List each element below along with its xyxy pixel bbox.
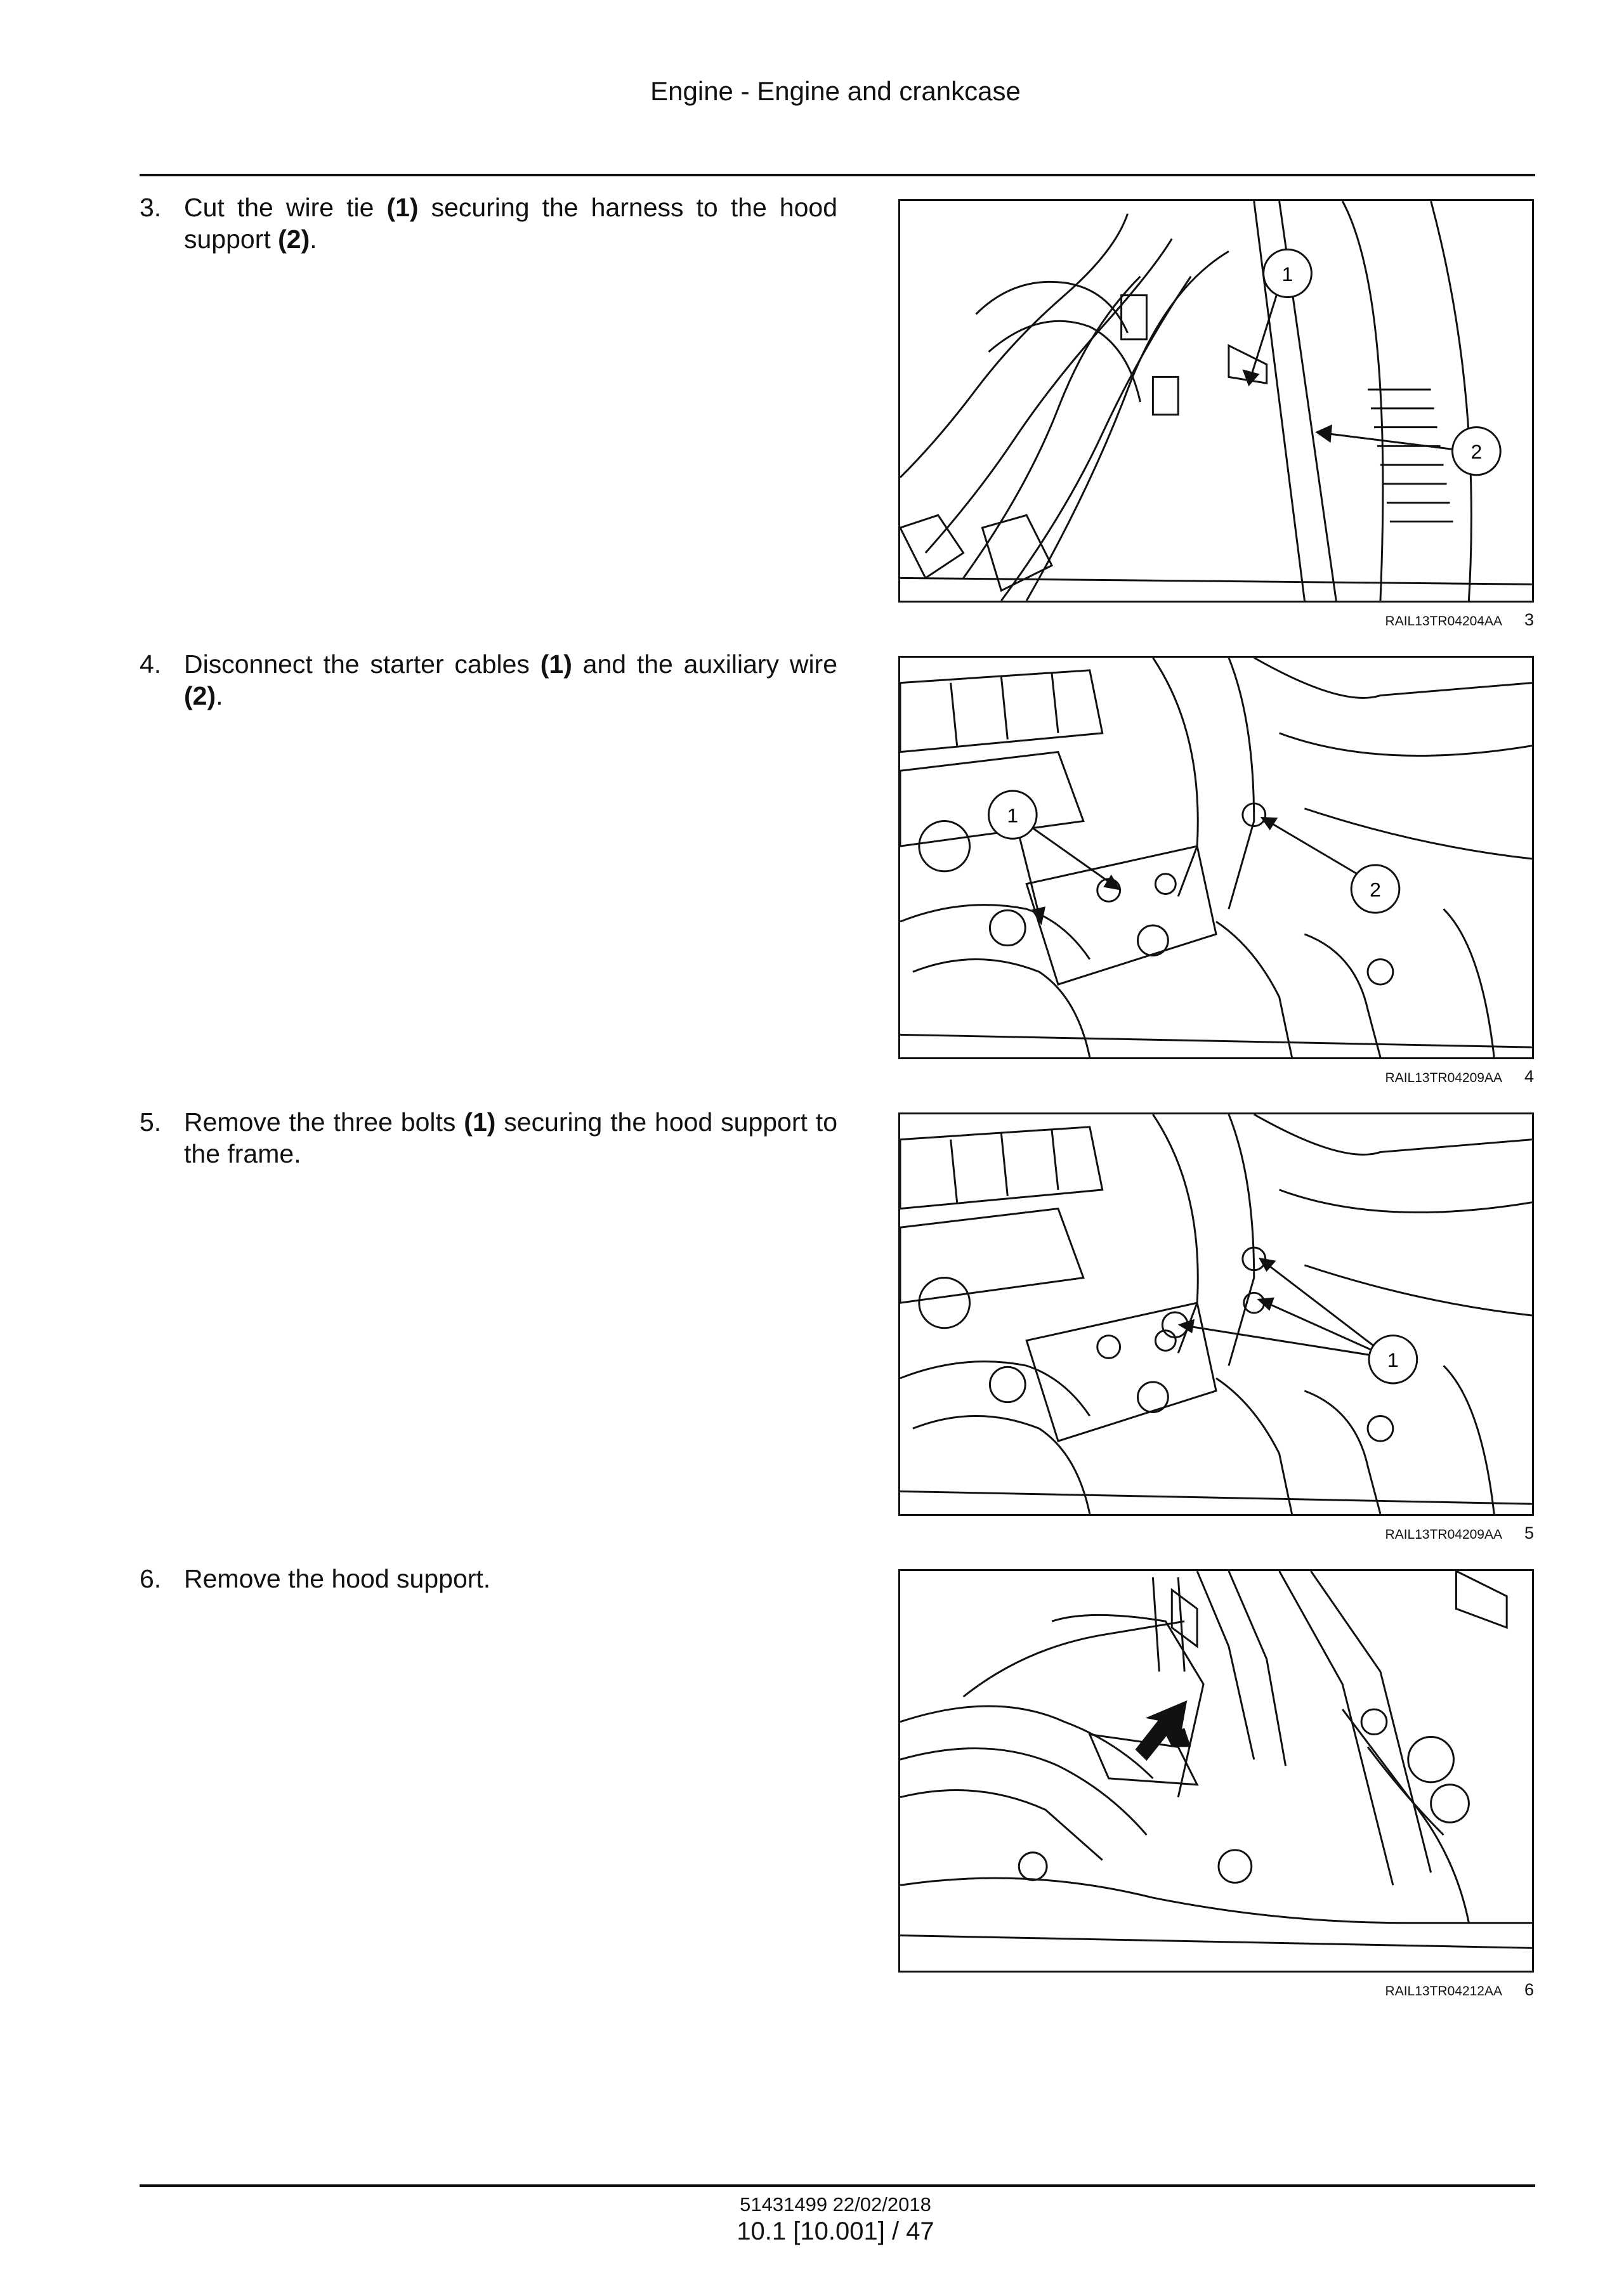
figure-3-caption: RAIL13TR04204AA 3 [898, 609, 1534, 634]
figure-6-caption: RAIL13TR04212AA 6 [898, 1979, 1534, 2004]
figure-number: 3 [1524, 610, 1534, 629]
footer-page-ref: 10.1 [10.001] / 47 [737, 2217, 934, 2245]
step-5: 5. Remove the three bolts (1) securing t… [140, 1106, 837, 1170]
figure-5-caption: RAIL13TR04209AA 5 [898, 1522, 1534, 1548]
footer-rule [140, 2184, 1535, 2187]
figure-code: RAIL13TR04209AA [1385, 1071, 1502, 1085]
figure-number: 6 [1524, 1980, 1534, 1999]
figure-3-callout-2: 2 [1470, 440, 1482, 463]
header-rule [140, 174, 1535, 176]
figure-4-illustration: 1 2 [898, 656, 1534, 1059]
step-text: Disconnect the starter cables (1) and th… [184, 649, 838, 710]
figure-code: RAIL13TR04209AA [1385, 1527, 1502, 1542]
step-3: 3. Cut the wire tie (1) securing the har… [140, 192, 837, 255]
figure-number: 4 [1524, 1067, 1534, 1086]
footer-doc-ref: 51431499 22/02/2018 [740, 2193, 931, 2215]
step-text: Remove the three bolts (1) securing the … [184, 1107, 837, 1168]
figure-4-callout-2: 2 [1370, 878, 1381, 901]
step-text: Cut the wire tie (1) securing the harnes… [184, 193, 838, 254]
figure-3-illustration: 1 2 [898, 199, 1534, 603]
step-text: Remove the hood support. [184, 1564, 491, 1593]
step-number: 4. [140, 649, 162, 679]
figure-number: 5 [1524, 1523, 1534, 1543]
step-number: 3. [140, 193, 162, 222]
figure-6-illustration [898, 1569, 1534, 1973]
figure-4-caption: RAIL13TR04209AA 4 [898, 1066, 1534, 1091]
figure-5-illustration: 1 [898, 1112, 1534, 1516]
page-header-title: Engine - Engine and crankcase [650, 76, 1021, 106]
figure-code: RAIL13TR04204AA [1385, 614, 1502, 629]
step-number: 5. [140, 1107, 162, 1137]
step-number: 6. [140, 1564, 162, 1593]
step-6: 6. Remove the hood support. [140, 1563, 837, 1595]
step-4: 4. Disconnect the starter cables (1) and… [140, 648, 837, 712]
figure-code: RAIL13TR04212AA [1385, 1984, 1502, 1999]
figure-5-callout-1: 1 [1387, 1348, 1399, 1371]
figure-3-callout-1: 1 [1282, 263, 1293, 285]
figure-4-callout-1: 1 [1007, 804, 1018, 827]
